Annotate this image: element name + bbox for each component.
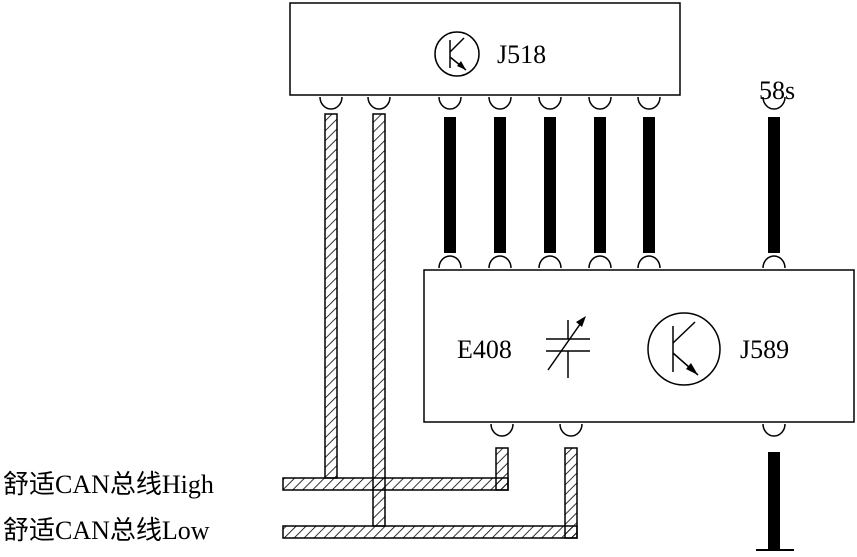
connector-pin	[367, 96, 391, 110]
can-low-vertical-j518	[372, 113, 386, 527]
module-j518-box	[289, 2, 681, 96]
module-j518[interactable]: J518	[289, 2, 681, 96]
connector-pin	[438, 96, 462, 110]
connector-pin	[438, 255, 462, 269]
can-high-vertical-j589	[495, 447, 509, 491]
can-low-label: 舒适CAN总线Low	[3, 516, 210, 545]
can-bus-wires	[282, 113, 578, 539]
connector-pin	[588, 96, 612, 110]
connector-pin	[319, 96, 343, 110]
can-high-vertical-j518	[324, 113, 338, 479]
connector-pin-58s	[762, 96, 786, 110]
connector-pin	[637, 255, 661, 269]
wire-58s	[768, 117, 780, 253]
variable-capacitor-icon	[546, 316, 590, 378]
connector-pin	[488, 96, 512, 110]
connector-pin	[588, 255, 612, 269]
connector-pin	[538, 255, 562, 269]
module-j589[interactable]: E408 J589	[423, 269, 855, 423]
module-j518-label: J518	[497, 40, 546, 69]
wire-5	[643, 117, 655, 253]
can-high-label: 舒适CAN总线High	[3, 470, 214, 499]
connector-pin	[538, 96, 562, 110]
terminal-58s-label: 58s	[759, 76, 795, 105]
connector-pin	[488, 255, 512, 269]
connector-pin	[490, 423, 514, 437]
wire-1	[444, 117, 456, 253]
connector-pin	[762, 423, 786, 437]
module-j589-label: J589	[740, 335, 789, 364]
transistor-icon	[434, 31, 480, 77]
connectors	[319, 96, 786, 437]
can-high-horizontal	[282, 477, 509, 491]
wire-4	[594, 117, 606, 253]
wire-ground	[768, 452, 780, 550]
module-j589-box	[423, 269, 855, 423]
signal-wires	[444, 117, 794, 551]
connector-pin	[559, 423, 583, 437]
connector-pin	[637, 96, 661, 110]
sensor-e408-label: E408	[457, 335, 512, 364]
wire-3	[544, 117, 556, 253]
can-low-horizontal	[282, 525, 578, 539]
can-low-vertical-j589	[564, 447, 578, 539]
connector-pin	[762, 255, 786, 269]
transistor-icon	[647, 312, 721, 386]
wire-2	[494, 117, 506, 253]
